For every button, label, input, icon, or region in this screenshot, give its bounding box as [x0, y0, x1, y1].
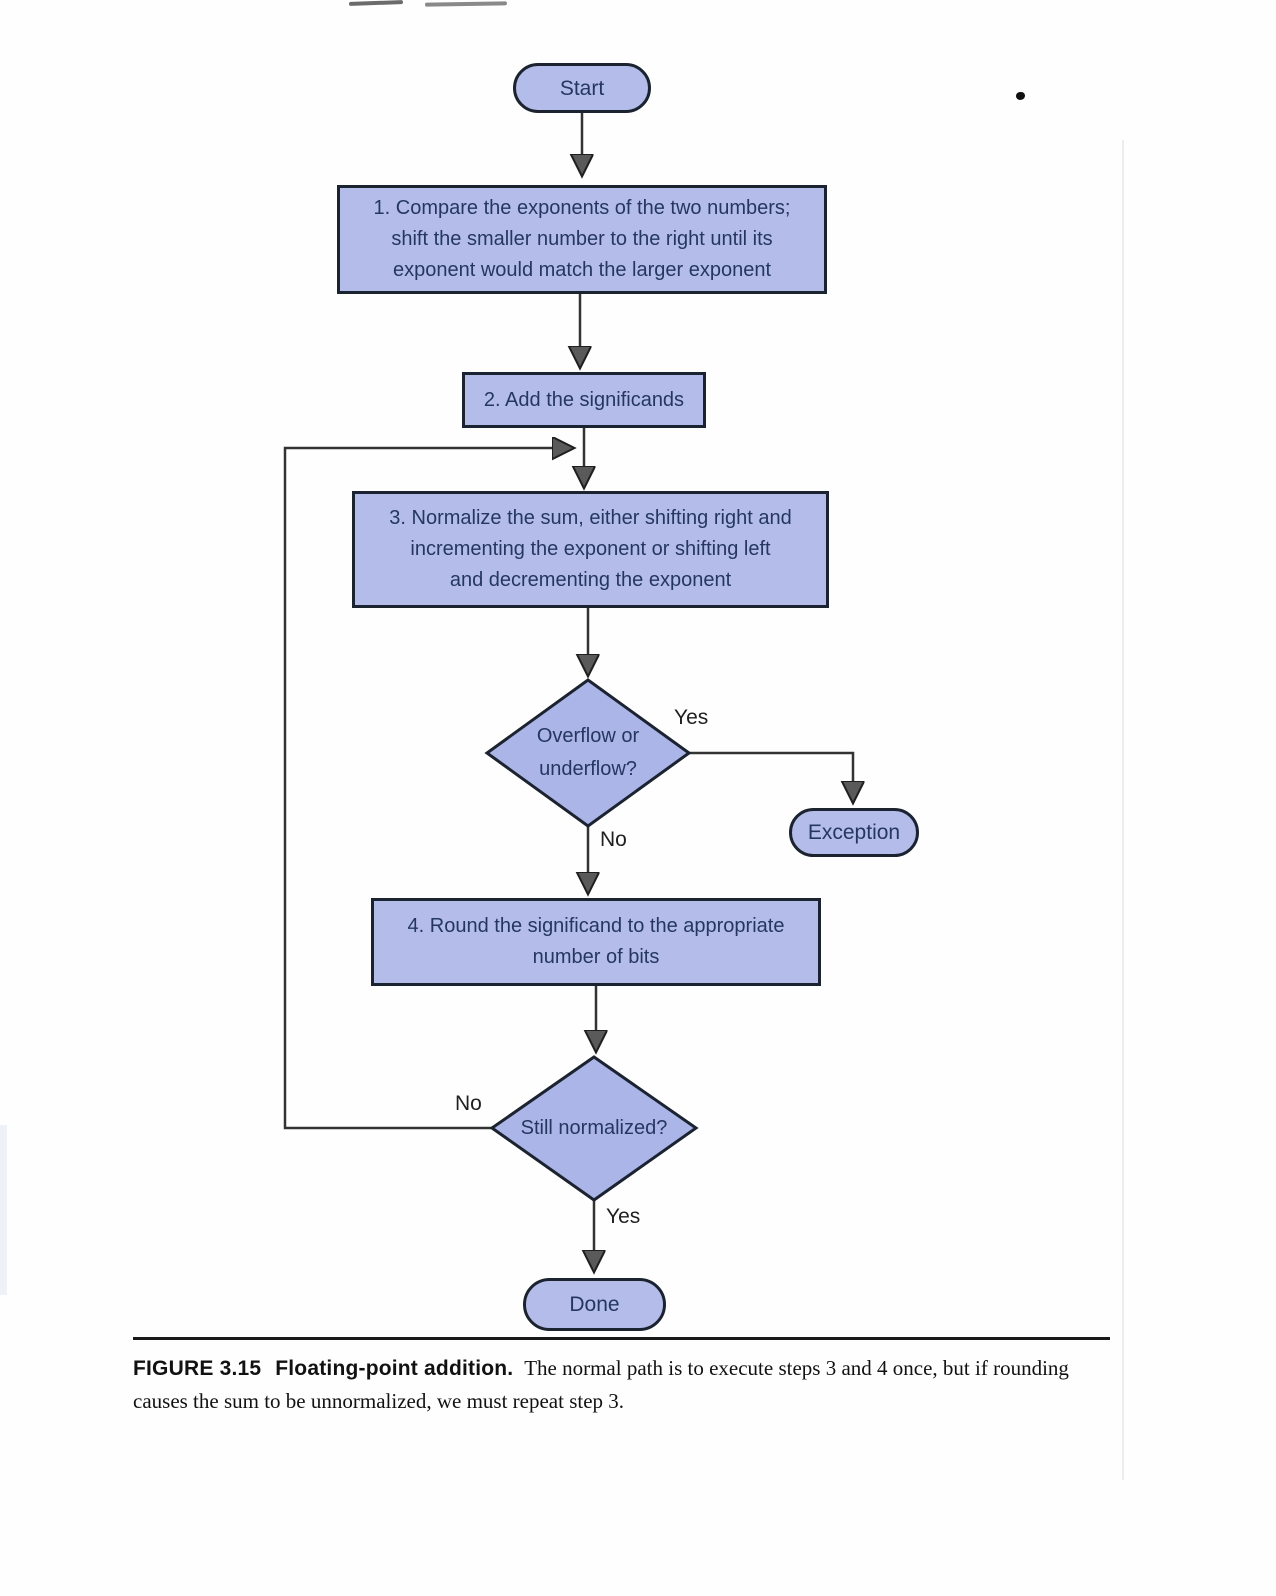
figure-title: Floating-point addition.: [275, 1357, 514, 1380]
normalized-decision-shape: [489, 1055, 699, 1202]
done-node: Done: [523, 1278, 666, 1331]
step1-line: exponent would match the larger exponent: [392, 259, 772, 281]
done-label: Done: [569, 1293, 620, 1316]
overflow-decision-line: Overflow or: [536, 725, 640, 747]
step1-line: shift the smaller number to the right un…: [391, 228, 773, 250]
overflow-yes-label: Yes: [674, 706, 709, 729]
step4-box: 4. Round the significand to the appropri…: [371, 898, 821, 986]
start-node: Start: [513, 63, 651, 113]
scan-artifact-ink-dot: [1016, 92, 1025, 100]
step3-box: 3. Normalize the sum, either shifting ri…: [352, 491, 829, 608]
scan-artifact-edge-smudge: [0, 1125, 7, 1295]
edge-overflow-yes-to-exception: [689, 751, 853, 801]
overflow-no-label: No: [600, 828, 627, 851]
step1-line: 1. Compare the exponents of the two numb…: [373, 197, 791, 219]
exception-node: Exception: [789, 808, 919, 857]
overflow-decision-shape: [484, 678, 692, 828]
exception-label: Exception: [807, 821, 901, 844]
step2-label: 2. Add the significands: [483, 388, 685, 411]
normalized-decision-line: Still normalized?: [520, 1116, 668, 1139]
normalized-yes-label: Yes: [606, 1205, 641, 1228]
figure-caption-text: The normal path is to execute steps 3 an…: [133, 1356, 1069, 1413]
step3-line: and decrementing the exponent: [449, 569, 732, 591]
start-label: Start: [559, 76, 605, 100]
overflow-decision-label: Overflow or underflow?: [478, 719, 698, 787]
edge-normalized-no-loop: [283, 448, 572, 1130]
step4-line: 4. Round the significand to the appropri…: [407, 915, 785, 937]
scan-artifact-gutter-line: [1122, 140, 1124, 1480]
figure-number: FIGURE 3.15: [133, 1357, 262, 1380]
normalized-decision-label: Still normalized?: [474, 1111, 714, 1145]
normalized-no-label: No: [455, 1092, 482, 1115]
step4-line: number of bits: [532, 946, 660, 968]
overflow-decision-line: underflow?: [539, 758, 637, 780]
step3-line: 3. Normalize the sum, either shifting ri…: [389, 507, 792, 529]
step2-box: 2. Add the significands: [462, 372, 706, 428]
figure-caption: FIGURE 3.15 Floating-point addition. The …: [133, 1337, 1110, 1418]
step1-box: 1. Compare the exponents of the two numb…: [337, 185, 827, 294]
step3-line: incrementing the exponent or shifting le…: [410, 538, 771, 560]
